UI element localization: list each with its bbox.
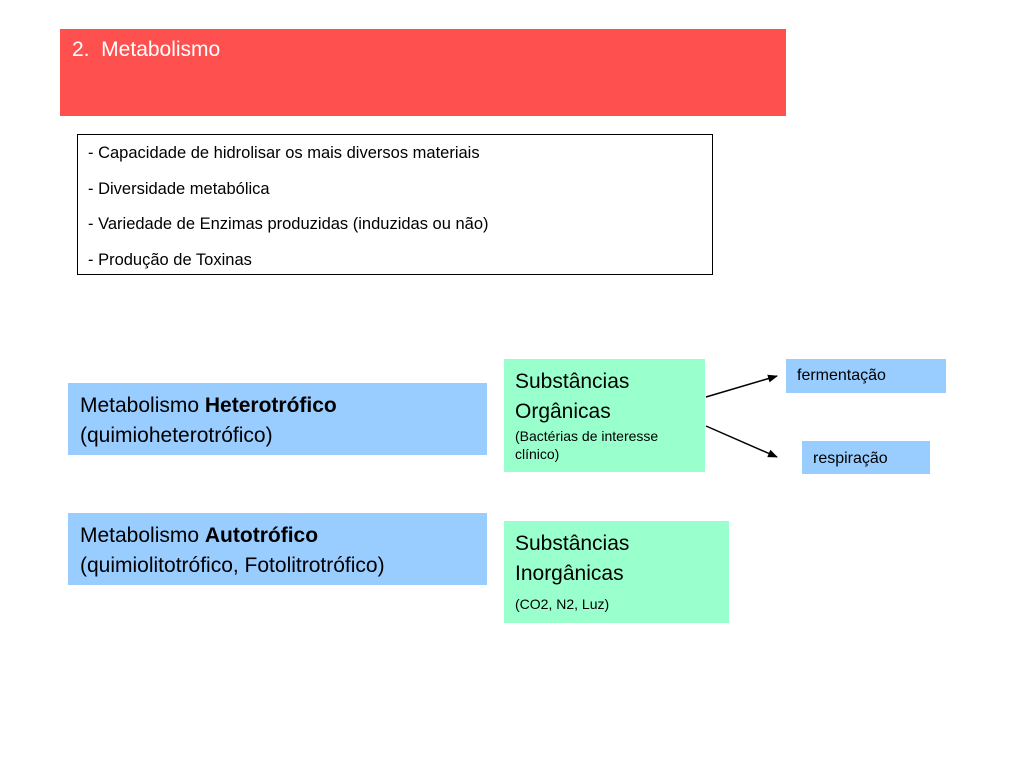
bullet-list-box: - Capacidade de hidrolisar os mais diver…: [77, 134, 713, 275]
arrow-to-respiracao: [705, 425, 778, 458]
organicas-sub2: clínico): [515, 446, 560, 462]
heterotrofico-box: Metabolismo Heterotrófico (quimioheterot…: [68, 383, 487, 455]
organicas-line2: Orgânicas: [515, 400, 611, 423]
inorganicas-line2: Inorgânicas: [515, 562, 624, 585]
autotrofico-prefix: Metabolismo: [80, 524, 205, 547]
bullet-item-hidrolisar: - Capacidade de hidrolisar os mais diver…: [88, 144, 480, 162]
organicas-line1: Substâncias: [515, 370, 630, 393]
organicas-box: Substâncias Orgânicas (Bactérias de inte…: [504, 359, 705, 472]
inorganicas-box: Substâncias Inorgânicas (CO2, N2, Luz): [504, 521, 729, 623]
autotrofico-line2: (quimiolitotrófico, Fotolitrotrófico): [80, 554, 385, 577]
heterotrofico-prefix: Metabolismo: [80, 394, 205, 417]
autotrofico-bold: Autotrófico: [204, 524, 319, 547]
heterotrofico-line1: Metabolismo Heterotrófico: [80, 391, 487, 421]
bullet-item-toxinas: - Produção de Toxinas: [88, 250, 252, 269]
respiracao-label: respiração: [813, 450, 888, 467]
autotrofico-line1: Metabolismo Autotrófico: [80, 521, 487, 551]
fermentacao-label: fermentação: [797, 367, 886, 384]
heterotrofico-line2: (quimioheterotrófico): [80, 424, 273, 447]
autotrofico-box: Metabolismo Autotrófico (quimiolitotrófi…: [68, 513, 487, 585]
page-title: 2. Metabolismo: [72, 38, 221, 61]
arrow-to-fermentacao: [705, 374, 778, 398]
respiracao-box: respiração: [802, 441, 930, 474]
organicas-sub1: (Bactérias de interesse: [515, 428, 659, 444]
inorganicas-sub: (CO2, N2, Luz): [515, 596, 610, 612]
inorganicas-line1: Substâncias: [515, 532, 630, 555]
bullet-item-diversidade: - Diversidade metabólica: [88, 179, 270, 198]
fermentacao-box: fermentação: [786, 359, 946, 393]
title-bar: 2. Metabolismo: [60, 29, 786, 116]
bullet-item-enzimas: - Variedade de Enzimas produzidas (induz…: [88, 215, 489, 233]
heterotrofico-bold: Heterotrófico: [204, 394, 337, 417]
